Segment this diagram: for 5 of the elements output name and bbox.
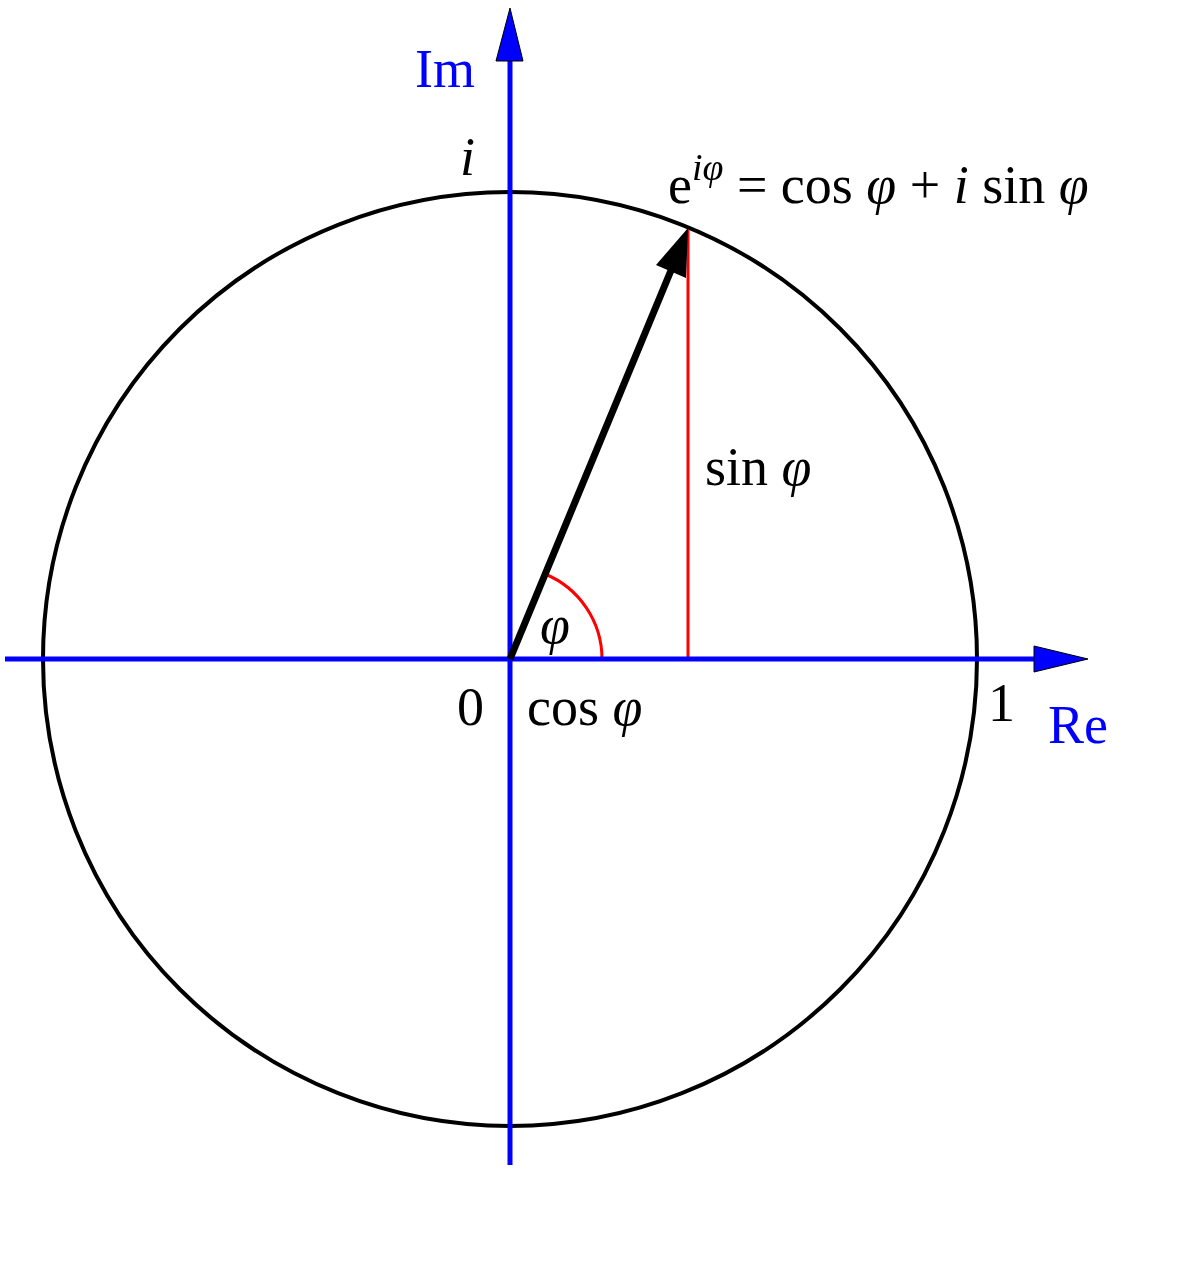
math-label: 0 [457, 680, 484, 734]
math-label: i [460, 130, 475, 184]
math-label: 1 [988, 676, 1015, 730]
axis-label: Re [1048, 698, 1108, 752]
axis-label: Im [415, 42, 475, 96]
